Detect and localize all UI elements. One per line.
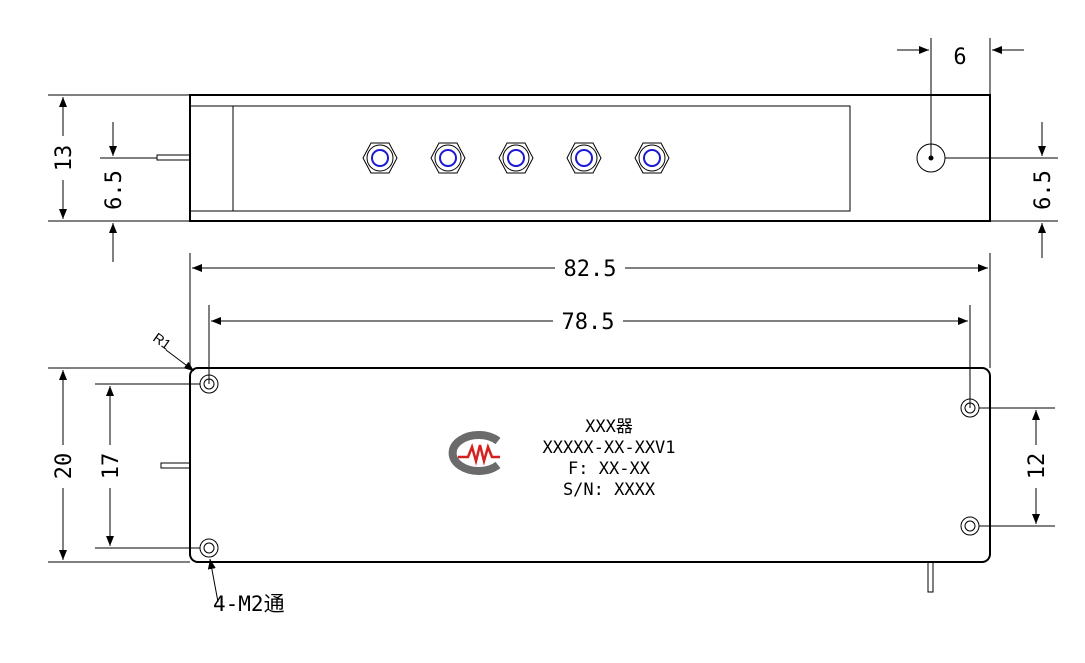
dim-top-height-label: 13: [52, 145, 77, 172]
bottom-view-bottom-pin: [927, 561, 934, 593]
bottom-view-left-pin: [160, 462, 191, 469]
sma-connector-icon: [566, 142, 602, 174]
top-view-left-pin: [156, 154, 191, 161]
sma-connector-icon: [362, 142, 398, 174]
dim-right-hole-spacing: 12: [979, 407, 1055, 527]
dim-hole-spacing-height-label: 17: [99, 453, 124, 480]
product-label: XXX器 XXXXX-XX-XXV1 F: XX-XX S/N: XXXX: [542, 417, 675, 500]
top-view-cover: [232, 105, 851, 212]
dim-hole-spacing-length-label: 78.5: [562, 310, 615, 335]
sma-connector-icon: [498, 142, 534, 174]
dim-bottom-height: 20: [48, 367, 190, 563]
product-model: XXXXX-XX-XXV1: [542, 438, 675, 458]
mounting-hole-callout-label: 4-M2通: [213, 592, 285, 616]
product-name: XXX器: [585, 417, 633, 437]
mounting-hole-callout: 4-M2通: [207, 558, 285, 616]
top-view: 13 6.5 6 6.5: [48, 38, 1058, 262]
product-serial: S/N: XXXX: [563, 480, 656, 500]
dim-top-height: 13: [48, 94, 190, 222]
dim-bottom-height-label: 20: [52, 453, 77, 480]
corner-radius-callout: R1: [150, 329, 195, 372]
dim-left-port-offset: 6.5: [100, 122, 157, 262]
dim-left-port-offset-label: 6.5: [102, 170, 127, 210]
dim-right-port-offset-label: 6.5: [1031, 170, 1056, 210]
corner-radius-label: R1: [150, 329, 174, 352]
dim-hole-spacing-height: 17: [95, 383, 200, 549]
company-logo-icon: [448, 431, 501, 475]
dim-right-hole-offset: 6: [897, 38, 1024, 158]
sma-connector-icon: [634, 142, 670, 174]
dim-overall-length-label: 82.5: [564, 257, 617, 282]
dim-overall-length: 82.5: [189, 253, 991, 368]
mounting-hole-icon: [960, 516, 980, 536]
sma-connector-icon: [430, 142, 466, 174]
mounting-hole-icon: [199, 538, 219, 558]
bottom-view: 82.5 78.5 R1 20: [48, 253, 1055, 616]
dim-right-hole-offset-label: 6: [953, 45, 966, 70]
dim-hole-spacing-length: 78.5: [208, 305, 971, 408]
product-frequency: F: XX-XX: [568, 459, 651, 479]
dim-right-port-offset: 6.5: [945, 122, 1058, 258]
dim-right-hole-spacing-label: 12: [1025, 453, 1050, 480]
top-view-body: [189, 94, 991, 222]
